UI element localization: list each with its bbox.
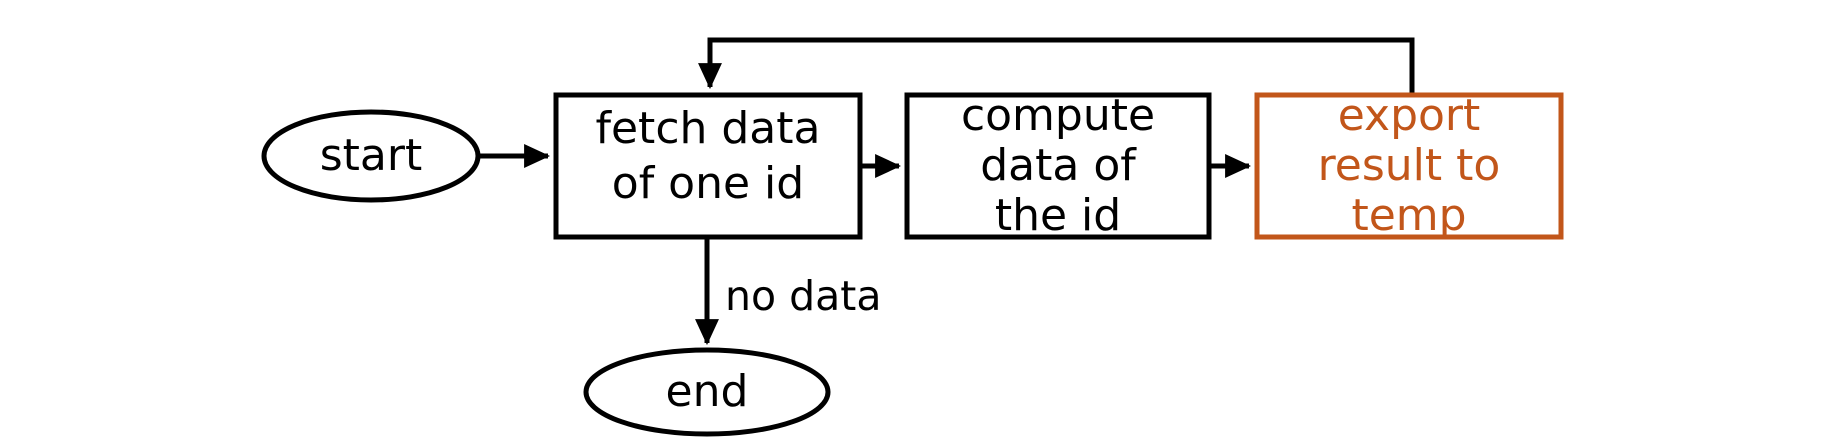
node-start[interactable]: start [261,109,481,203]
compute-data-line-2: data of [980,140,1137,191]
node-compute-data[interactable]: compute data of the id [904,90,1212,241]
edge-export-loop-back-to-fetch [698,37,1415,95]
compute-data-box[interactable] [904,92,1212,240]
edges-layer [478,37,1415,346]
end-ellipse[interactable] [583,347,831,437]
export-result-line-2: result to [1318,140,1501,191]
node-fetch-data[interactable]: fetch data of one id [553,92,863,240]
edge-labels-layer: no data [725,272,881,320]
end-label: end [666,366,749,417]
start-ellipse[interactable] [261,109,481,203]
fetch-data-box[interactable] [553,92,863,240]
export-result-line-1: export [1338,90,1481,141]
fetch-data-line-1: fetch data [596,103,821,154]
fetch-data-line-2: of one id [612,158,804,209]
node-export-result[interactable]: export result to temp [1254,90,1564,241]
start-label: start [320,130,422,181]
no-data-edge-label: no data [725,272,881,320]
compute-data-line-3: the id [995,190,1121,241]
compute-data-line-1: compute [961,90,1155,141]
export-result-line-3: temp [1351,190,1466,241]
node-end[interactable]: end [583,347,831,437]
nodes-layer: start fetch data of one id compute data … [261,90,1564,437]
export-result-box[interactable] [1254,92,1564,240]
